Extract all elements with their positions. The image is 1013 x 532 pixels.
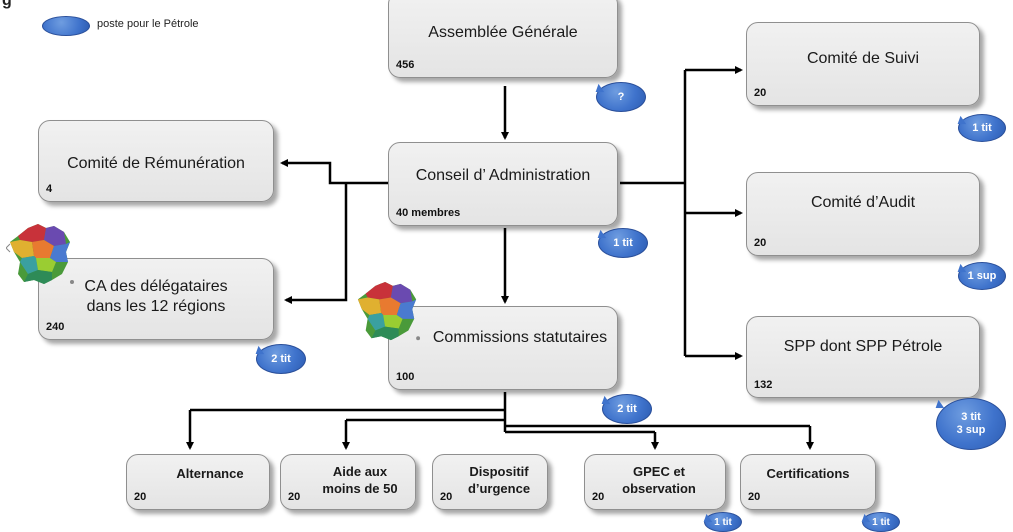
- france-map-icon: [6, 224, 74, 284]
- aide-moins-50-box: Aide aux moins de 50 20: [280, 454, 416, 510]
- box-count: 240: [46, 321, 65, 333]
- conseil-administration-box: Conseil d’ Administration 40 membres: [388, 142, 618, 226]
- box-count: 4: [46, 183, 53, 195]
- certifications-box: Certifications 20: [740, 454, 876, 510]
- bubble-ca: 1 tit: [598, 228, 648, 258]
- box-count: 100: [396, 371, 415, 383]
- legend-bubble-icon: [42, 16, 90, 36]
- box-count: 20: [754, 87, 767, 99]
- bubble-spp: 3 tit 3 sup: [936, 398, 1006, 450]
- assemblee-generale-box: Assemblée Générale 456: [388, 0, 618, 78]
- france-map-icon: [357, 281, 421, 341]
- bubble-gpec: 1 tit: [704, 512, 742, 532]
- box-count: 40 membres: [396, 207, 461, 219]
- box-count: 132: [754, 379, 773, 391]
- box-title: Comité de Suivi: [806, 50, 920, 67]
- box-title: Dispositif d’urgence: [467, 464, 531, 496]
- bubble-audit: 1 sup: [958, 262, 1006, 290]
- box-count: 20: [134, 491, 147, 503]
- ca-delegataires-box: CA des délégataires dans les 12 régions …: [38, 258, 274, 340]
- dispositif-urgence-box: Dispositif d’urgence 20: [432, 454, 548, 510]
- box-title: Comité d’Audit: [810, 194, 916, 211]
- box-title: Certifications: [766, 466, 850, 481]
- box-title: Commissions statutaires: [432, 329, 608, 346]
- comite-suivi-box: Comité de Suivi 20: [746, 22, 980, 106]
- box-count: 20: [440, 491, 453, 503]
- box-count: 20: [288, 491, 301, 503]
- legend-title: g: [2, 0, 12, 9]
- bubble-suivi: 1 tit: [958, 114, 1006, 142]
- box-title: Aide aux moins de 50: [322, 464, 398, 496]
- spp-box: SPP dont SPP Pétrole 132: [746, 316, 980, 398]
- box-title: SPP dont SPP Pétrole: [783, 338, 943, 355]
- box-title: Alternance: [176, 466, 244, 481]
- alternance-box: Alternance 20: [126, 454, 270, 510]
- box-title: Conseil d’ Administration: [415, 167, 591, 184]
- box-title: GPEC et observation: [622, 464, 696, 496]
- box-title: Comité de Rémunération: [67, 155, 245, 172]
- box-title: CA des délégataires dans les 12 régions: [84, 278, 228, 315]
- comite-remuneration-box: Comité de Rémunération 4: [38, 120, 274, 202]
- comite-audit-box: Comité d’Audit 20: [746, 172, 980, 256]
- box-title: Assemblée Générale: [428, 24, 578, 41]
- gpec-box: GPEC et observation 20: [584, 454, 726, 510]
- legend-text: poste pour le Pétrole: [97, 18, 199, 30]
- box-count: 456: [396, 59, 415, 71]
- box-count: 20: [592, 491, 605, 503]
- bubble-regions: 2 tit: [256, 344, 306, 374]
- commissions-statutaires-box: Commissions statutaires 100: [388, 306, 618, 390]
- box-count: 20: [748, 491, 761, 503]
- bubble-commissions: 2 tit: [602, 394, 652, 424]
- bubble-certifications: 1 tit: [862, 512, 900, 532]
- box-count: 20: [754, 237, 767, 249]
- bubble-ag: ?: [596, 82, 646, 112]
